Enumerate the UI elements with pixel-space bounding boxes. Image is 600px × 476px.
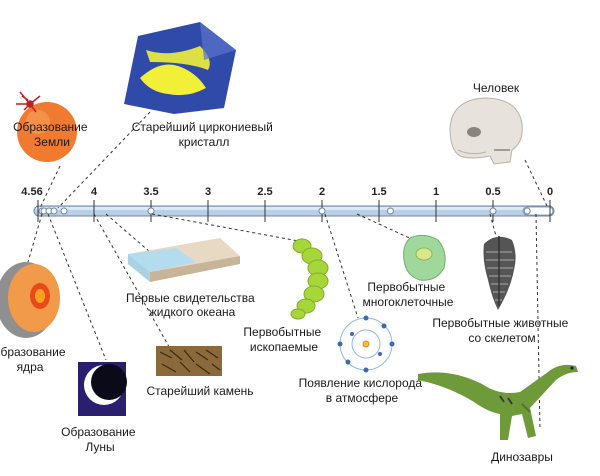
core-formation: Образование ядра (0, 262, 69, 374)
timeline: 4.56 4 3.5 3 2.5 2 1.5 1 0.5 0 (21, 186, 555, 222)
timeline-event-marker (386, 207, 394, 215)
moon-shadow (91, 364, 127, 400)
timeline-event-marker (147, 207, 155, 215)
ocean-water (128, 248, 196, 272)
earth-formation: Образование Земли (13, 91, 91, 162)
oldest-rock: Старейший камень (146, 346, 254, 398)
connector-human (524, 159, 549, 209)
trilobite-icon (483, 236, 516, 310)
moon-formation-label: Образование Луны (61, 425, 139, 454)
timeline-event-marker (489, 207, 497, 215)
earth-formation-label: Образование Земли (13, 120, 91, 149)
zircon-label: Старейший циркониевый кристалл (132, 120, 276, 149)
human-label: Человек (473, 81, 520, 95)
dinosaur-icon (418, 364, 578, 440)
human: Человек (449, 81, 523, 165)
zircon-crystal-streak (146, 46, 210, 70)
timeline-tick-label: 2 (319, 186, 325, 198)
cell-nucleus (415, 247, 433, 261)
connector-fossils (151, 213, 305, 243)
earth-core-inner (35, 289, 45, 303)
timeline-event-marker (318, 207, 326, 215)
connector-rock (93, 213, 173, 353)
ocean-side (150, 256, 240, 282)
connector-zircon (57, 111, 151, 209)
multicellular-label: Первобытные многоклеточные (363, 280, 454, 309)
connector-ocean (105, 213, 151, 253)
timeline-tick-label: 1.5 (371, 186, 386, 198)
dinosaurs: Динозавры (418, 364, 578, 464)
zircon-crystal: Старейший циркониевый кристалл (124, 22, 276, 149)
oxygen-label: Появление кислорода в атмосфере (299, 376, 426, 405)
skeletal-animals-label: Первобытные животные со скелетом (432, 316, 571, 345)
timeline-tick-label: 0.5 (485, 186, 500, 198)
timeline-tick-label: 3.5 (143, 186, 158, 198)
timeline-event-marker (60, 207, 68, 215)
skeletal-animals: Первобытные животные со скелетом (432, 236, 571, 345)
timeline-event-marker (523, 207, 531, 215)
zircon-crystal-facet (200, 22, 236, 60)
timeline-tick-label: 4 (91, 186, 98, 198)
liquid-ocean-label: Первые свидетельства жидкого океана (126, 291, 258, 319)
dinosaurs-label: Динозавры (491, 450, 553, 464)
connector-oxygen (324, 213, 359, 319)
skull-icon (449, 97, 523, 165)
worm-fossil-icon (290, 238, 329, 320)
timeline-tick-label: 3 (205, 186, 211, 198)
oldest-rock-label: Старейший камень (146, 384, 253, 398)
timeline-bar-end-segment (522, 206, 554, 216)
ocean-side-left (128, 254, 150, 282)
oxygen-atom-icon (337, 315, 395, 373)
primitive-fossils-label: Первобытные ископаемые (243, 325, 324, 354)
timeline-bar-highlight (36, 207, 552, 210)
core-formation-label: Образование ядра (0, 345, 69, 374)
earth-sphere-highlight (26, 110, 50, 134)
timeline-tick-label: 4.56 (21, 186, 42, 198)
connector-core (27, 213, 43, 263)
connector-moon (47, 213, 107, 361)
timeline-tick-label: 0 (547, 186, 553, 198)
earth-burst-icon (16, 91, 41, 113)
timeline-event-marker (50, 207, 58, 215)
liquid-ocean: Первые свидетельства жидкого океана (126, 238, 258, 319)
moon-formation: Образование Луны (61, 362, 139, 454)
primitive-fossils: Первобытные ископаемые (243, 238, 329, 354)
timeline-ticks: 4.56 4 3.5 3 2.5 2 1.5 1 0.5 0 (21, 186, 553, 222)
zircon-crystal-inclusion (140, 64, 206, 96)
oxygen-appearance: Появление кислорода в атмосфере (299, 315, 426, 405)
connector-skeletal (489, 213, 497, 237)
connector-earth (39, 165, 61, 209)
multicellular: Первобытные многоклеточные (363, 234, 454, 309)
timeline-tick-label: 1 (433, 186, 439, 198)
timeline-tick-label: 2.5 (257, 186, 272, 198)
connector-multicellular (356, 213, 415, 241)
rock-texture (159, 349, 221, 375)
